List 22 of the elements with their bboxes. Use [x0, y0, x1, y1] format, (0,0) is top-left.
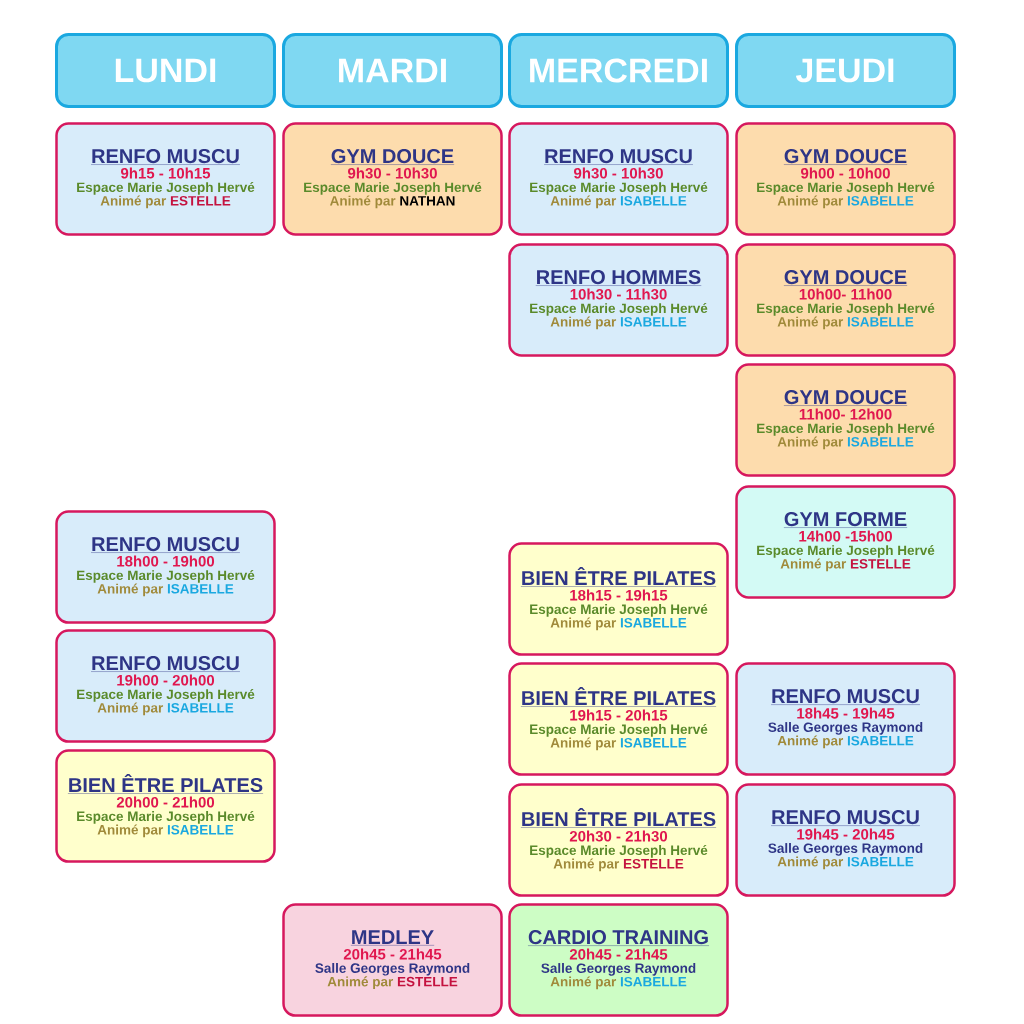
class-box: GYM DOUCE 10h00- 11h00 Espace Marie Joseph Hervé Animé par ISABELLE	[735, 243, 956, 357]
class-box: RENFO MUSCU 9h15 - 10h15 Espace Marie Joseph Hervé Animé par ESTELLE	[55, 122, 276, 236]
class-box: RENFO HOMMES 10h30 - 11h30 Espace Marie Joseph Hervé Animé par ISABELLE	[508, 243, 729, 357]
class-box: RENFO MUSCU 18h45 - 19h45 Salle Georges Raymond Animé par ISABELLE	[735, 662, 956, 776]
class-box: GYM DOUCE 9h00 - 10h00 Espace Marie Joseph Hervé Animé par ISABELLE	[735, 122, 956, 236]
class-box: RENFO MUSCU 19h45 - 20h45 Salle Georges Raymond Animé par ISABELLE	[735, 783, 956, 897]
class-box: CARDIO TRAINING 20h45 - 21h45 Salle Georges Raymond Animé par ISABELLE	[508, 903, 729, 1017]
class-box: RENFO MUSCU 9h30 - 10h30 Espace Marie Joseph Hervé Animé par ISABELLE	[508, 122, 729, 236]
day-header: MERCREDI	[508, 33, 729, 108]
day-header: MARDI	[282, 33, 503, 108]
class-box: MEDLEY 20h45 - 21h45 Salle Georges Raymond Animé par ESTELLE	[282, 903, 503, 1017]
class-box: BIEN ÊTRE PILATES 20h00 - 21h00 Espace Marie Joseph Hervé Animé par ISABELLE	[55, 749, 276, 863]
class-box: GYM FORME 14h00 -15h00 Espace Marie Joseph Hervé Animé par ESTELLE	[735, 485, 956, 599]
class-box: RENFO MUSCU 19h00 - 20h00 Espace Marie Joseph Hervé Animé par ISABELLE	[55, 629, 276, 743]
class-box: RENFO MUSCU 18h00 - 19h00 Espace Marie Joseph Hervé Animé par ISABELLE	[55, 510, 276, 624]
day-header: JEUDI	[735, 33, 956, 108]
class-box: BIEN ÊTRE PILATES 20h30 - 21h30 Espace Marie Joseph Hervé Animé par ESTELLE	[508, 783, 729, 897]
day-header: LUNDI	[55, 33, 276, 108]
class-box: GYM DOUCE 11h00- 12h00 Espace Marie Joseph Hervé Animé par ISABELLE	[735, 363, 956, 477]
class-box: BIEN ÊTRE PILATES 18h15 - 19h15 Espace Marie Joseph Hervé Animé par ISABELLE	[508, 542, 729, 656]
class-box: GYM DOUCE 9h30 - 10h30 Espace Marie Joseph Hervé Animé par NATHAN	[282, 122, 503, 236]
class-box: BIEN ÊTRE PILATES 19h15 - 20h15 Espace Marie Joseph Hervé Animé par ISABELLE	[508, 662, 729, 776]
